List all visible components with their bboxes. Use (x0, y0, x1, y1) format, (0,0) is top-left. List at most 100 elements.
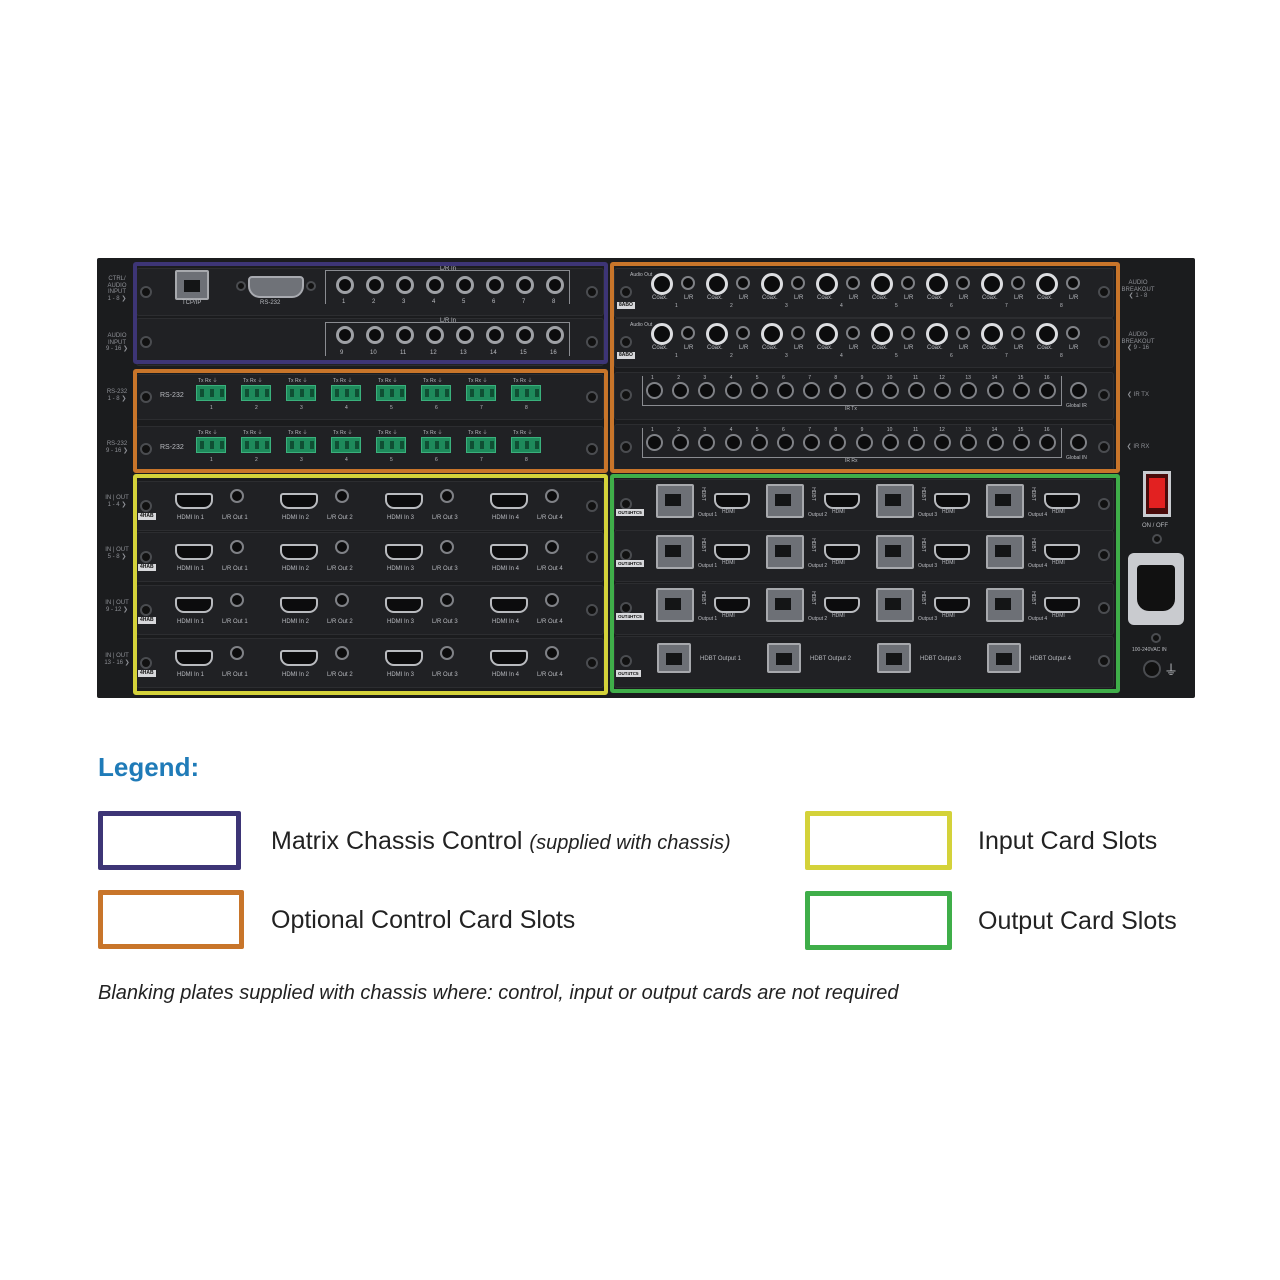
terminal-block[interactable] (241, 385, 271, 401)
ir-jack[interactable] (750, 382, 768, 399)
lr-jack[interactable] (1066, 276, 1080, 290)
hdbt-output-port[interactable] (987, 643, 1021, 673)
ir-jack[interactable] (934, 382, 952, 399)
lr-jack[interactable] (681, 326, 695, 340)
hdmi-output-port[interactable] (1044, 493, 1080, 509)
hdbt-output-port[interactable] (657, 643, 691, 673)
lr-out-jack[interactable] (230, 540, 244, 554)
coax-jack[interactable] (871, 323, 893, 345)
ir-jack[interactable] (855, 434, 873, 451)
lr-jack[interactable] (956, 326, 970, 340)
lr-out-jack[interactable] (440, 593, 454, 607)
lr-jack[interactable] (956, 276, 970, 290)
hdmi-input-port[interactable] (490, 597, 528, 613)
audio-input-jack[interactable] (396, 326, 414, 344)
hdmi-input-port[interactable] (175, 493, 213, 509)
lr-out-jack[interactable] (545, 646, 559, 660)
audio-input-jack[interactable] (426, 276, 444, 294)
hdmi-output-port[interactable] (824, 597, 860, 613)
audio-input-jack[interactable] (516, 326, 534, 344)
ir-jack[interactable] (698, 382, 716, 399)
ir-jack[interactable] (881, 434, 899, 451)
power-switch[interactable] (1143, 471, 1171, 517)
audio-input-jack[interactable] (456, 276, 474, 294)
ir-jack[interactable] (1039, 434, 1056, 451)
hdmi-input-port[interactable] (280, 650, 318, 666)
terminal-block[interactable] (511, 385, 541, 401)
ir-jack[interactable] (777, 434, 794, 451)
audio-input-jack[interactable] (516, 276, 534, 294)
ir-jack[interactable] (1039, 382, 1056, 399)
coax-jack[interactable] (651, 323, 673, 345)
lr-jack[interactable] (791, 326, 805, 340)
terminal-block[interactable] (421, 437, 451, 453)
lr-out-jack[interactable] (545, 489, 559, 503)
hdmi-input-port[interactable] (175, 650, 213, 666)
ac-power-inlet[interactable] (1128, 553, 1184, 625)
terminal-block[interactable] (421, 385, 451, 401)
ir-jack[interactable] (986, 382, 1004, 399)
hdmi-output-port[interactable] (934, 597, 970, 613)
audio-input-jack[interactable] (456, 326, 474, 344)
lr-out-jack[interactable] (440, 646, 454, 660)
hdbt-output-port[interactable] (986, 588, 1024, 622)
hdmi-input-port[interactable] (280, 544, 318, 560)
coax-jack[interactable] (761, 323, 783, 345)
coax-jack[interactable] (706, 323, 728, 345)
lr-out-jack[interactable] (335, 489, 349, 503)
terminal-block[interactable] (196, 385, 226, 401)
ir-jack[interactable] (1012, 434, 1030, 451)
hdbt-output-port[interactable] (766, 588, 804, 622)
terminal-block[interactable] (196, 437, 226, 453)
coax-jack[interactable] (816, 323, 838, 345)
hdbt-output-port[interactable] (876, 535, 914, 569)
hdmi-output-port[interactable] (824, 544, 860, 560)
hdmi-output-port[interactable] (1044, 544, 1080, 560)
hdbt-output-port[interactable] (766, 535, 804, 569)
terminal-block[interactable] (466, 385, 496, 401)
audio-input-jack[interactable] (396, 276, 414, 294)
ir-jack[interactable] (803, 434, 821, 451)
lr-out-jack[interactable] (545, 593, 559, 607)
lr-out-jack[interactable] (335, 540, 349, 554)
audio-input-jack[interactable] (366, 276, 384, 294)
terminal-block[interactable] (511, 437, 541, 453)
coax-jack[interactable] (926, 323, 948, 345)
terminal-block[interactable] (331, 437, 361, 453)
audio-input-jack[interactable] (546, 276, 564, 294)
hdbt-output-port[interactable] (656, 588, 694, 622)
hdmi-output-port[interactable] (714, 493, 750, 509)
ir-jack[interactable] (646, 434, 663, 451)
lr-out-jack[interactable] (545, 540, 559, 554)
coax-jack[interactable] (926, 273, 948, 295)
hdmi-output-port[interactable] (934, 493, 970, 509)
ir-jack[interactable] (960, 382, 978, 399)
lr-out-jack[interactable] (335, 593, 349, 607)
terminal-block[interactable] (376, 385, 406, 401)
lr-jack[interactable] (1011, 326, 1025, 340)
terminal-block[interactable] (286, 437, 316, 453)
hdmi-input-port[interactable] (385, 493, 423, 509)
coax-jack[interactable] (871, 273, 893, 295)
lr-out-jack[interactable] (440, 489, 454, 503)
terminal-block[interactable] (331, 385, 361, 401)
lr-out-jack[interactable] (230, 593, 244, 607)
ir-jack[interactable] (803, 382, 821, 399)
tcpip-port[interactable] (175, 270, 209, 300)
audio-input-jack[interactable] (366, 326, 384, 344)
audio-input-jack[interactable] (486, 326, 504, 344)
ir-jack[interactable] (881, 382, 899, 399)
coax-jack[interactable] (1036, 273, 1058, 295)
coax-jack[interactable] (761, 273, 783, 295)
coax-jack[interactable] (816, 273, 838, 295)
lr-out-jack[interactable] (440, 540, 454, 554)
terminal-block[interactable] (286, 385, 316, 401)
hdmi-input-port[interactable] (175, 544, 213, 560)
coax-jack[interactable] (1036, 323, 1058, 345)
ir-jack[interactable] (986, 434, 1004, 451)
audio-input-jack[interactable] (336, 326, 354, 344)
hdmi-input-port[interactable] (280, 493, 318, 509)
coax-jack[interactable] (651, 273, 673, 295)
lr-jack[interactable] (846, 326, 860, 340)
ir-jack[interactable] (724, 434, 742, 451)
